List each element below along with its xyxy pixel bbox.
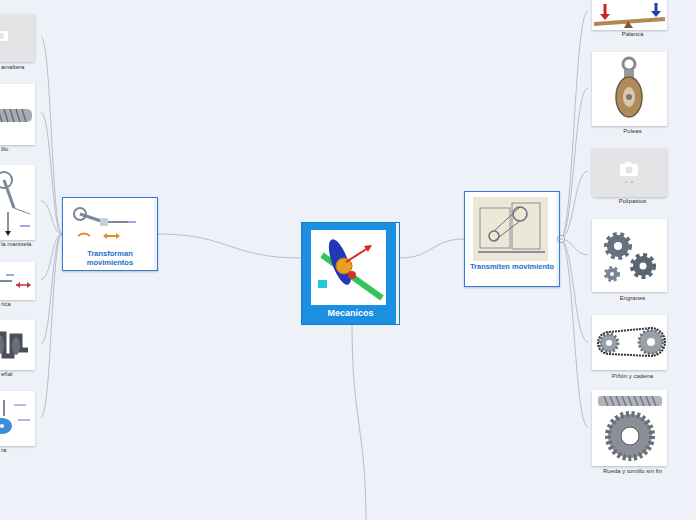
node-label: Engranes xyxy=(588,294,677,303)
worm-gear-picture xyxy=(592,390,667,466)
eccentric-picture xyxy=(0,262,35,300)
node-label: Mecanicos xyxy=(302,223,399,319)
connector xyxy=(41,37,62,234)
node-label: Transforman movimientos xyxy=(63,198,157,267)
leaf-card: la manivela xyxy=(0,165,41,249)
branch-topic: Transforman movimientos xyxy=(62,197,158,271)
leaf-card: rica xyxy=(0,262,41,309)
node-label: ra xyxy=(1,446,41,455)
node-label: Palanca xyxy=(588,30,677,39)
central-topic: Mecanicos xyxy=(301,222,400,325)
gears-picture xyxy=(592,219,667,292)
placeholder-picture xyxy=(592,148,667,197)
connector xyxy=(41,234,62,417)
node-label: amaltera xyxy=(1,63,41,72)
connector xyxy=(560,171,588,239)
connector xyxy=(400,239,464,258)
node-label: Poleas xyxy=(588,127,677,136)
connector xyxy=(41,113,62,234)
leaf-card: Palanca xyxy=(588,0,677,39)
node-label: Rueda y tornillo sin fin xyxy=(588,467,677,476)
transmit-illustration xyxy=(464,191,556,287)
chain-picture xyxy=(592,315,667,370)
branch-topic: Transmiten movimiento xyxy=(464,191,560,287)
node-label: la manivela xyxy=(1,240,41,249)
branch-line xyxy=(352,325,366,520)
collapse-icon xyxy=(558,236,565,243)
node-label: Transmiten movimiento xyxy=(465,192,559,271)
leaf-card: Polipastos xyxy=(588,148,677,206)
leaf-card: Rueda y tornillo sin fin xyxy=(588,390,677,476)
leaf-card: Poleas xyxy=(588,52,677,136)
cam-picture xyxy=(0,391,35,446)
leaf-card: amaltera xyxy=(0,14,41,72)
leaf-card: ra xyxy=(0,391,41,455)
connector xyxy=(158,234,301,258)
leaf-card: Engranes xyxy=(588,219,677,303)
node-label: illo xyxy=(1,145,41,154)
connector xyxy=(560,239,588,427)
crankshaft-picture xyxy=(0,320,35,370)
leaf-card: Piñón y cadena xyxy=(588,315,677,381)
screw-picture xyxy=(0,84,35,145)
crank-picture xyxy=(0,165,35,240)
node-label: Piñón y cadena xyxy=(588,372,677,381)
leaf-card: illo xyxy=(0,84,41,154)
lever-picture xyxy=(592,0,667,30)
node-label: Polipastos xyxy=(588,197,677,206)
leaf-card: eñal xyxy=(0,320,41,379)
connector xyxy=(41,201,62,234)
node-label: rica xyxy=(1,300,41,309)
node-label: eñal xyxy=(1,370,41,379)
connector xyxy=(560,11,588,239)
connector xyxy=(560,88,588,239)
pulley-picture xyxy=(592,52,667,126)
placeholder-picture xyxy=(0,14,35,62)
